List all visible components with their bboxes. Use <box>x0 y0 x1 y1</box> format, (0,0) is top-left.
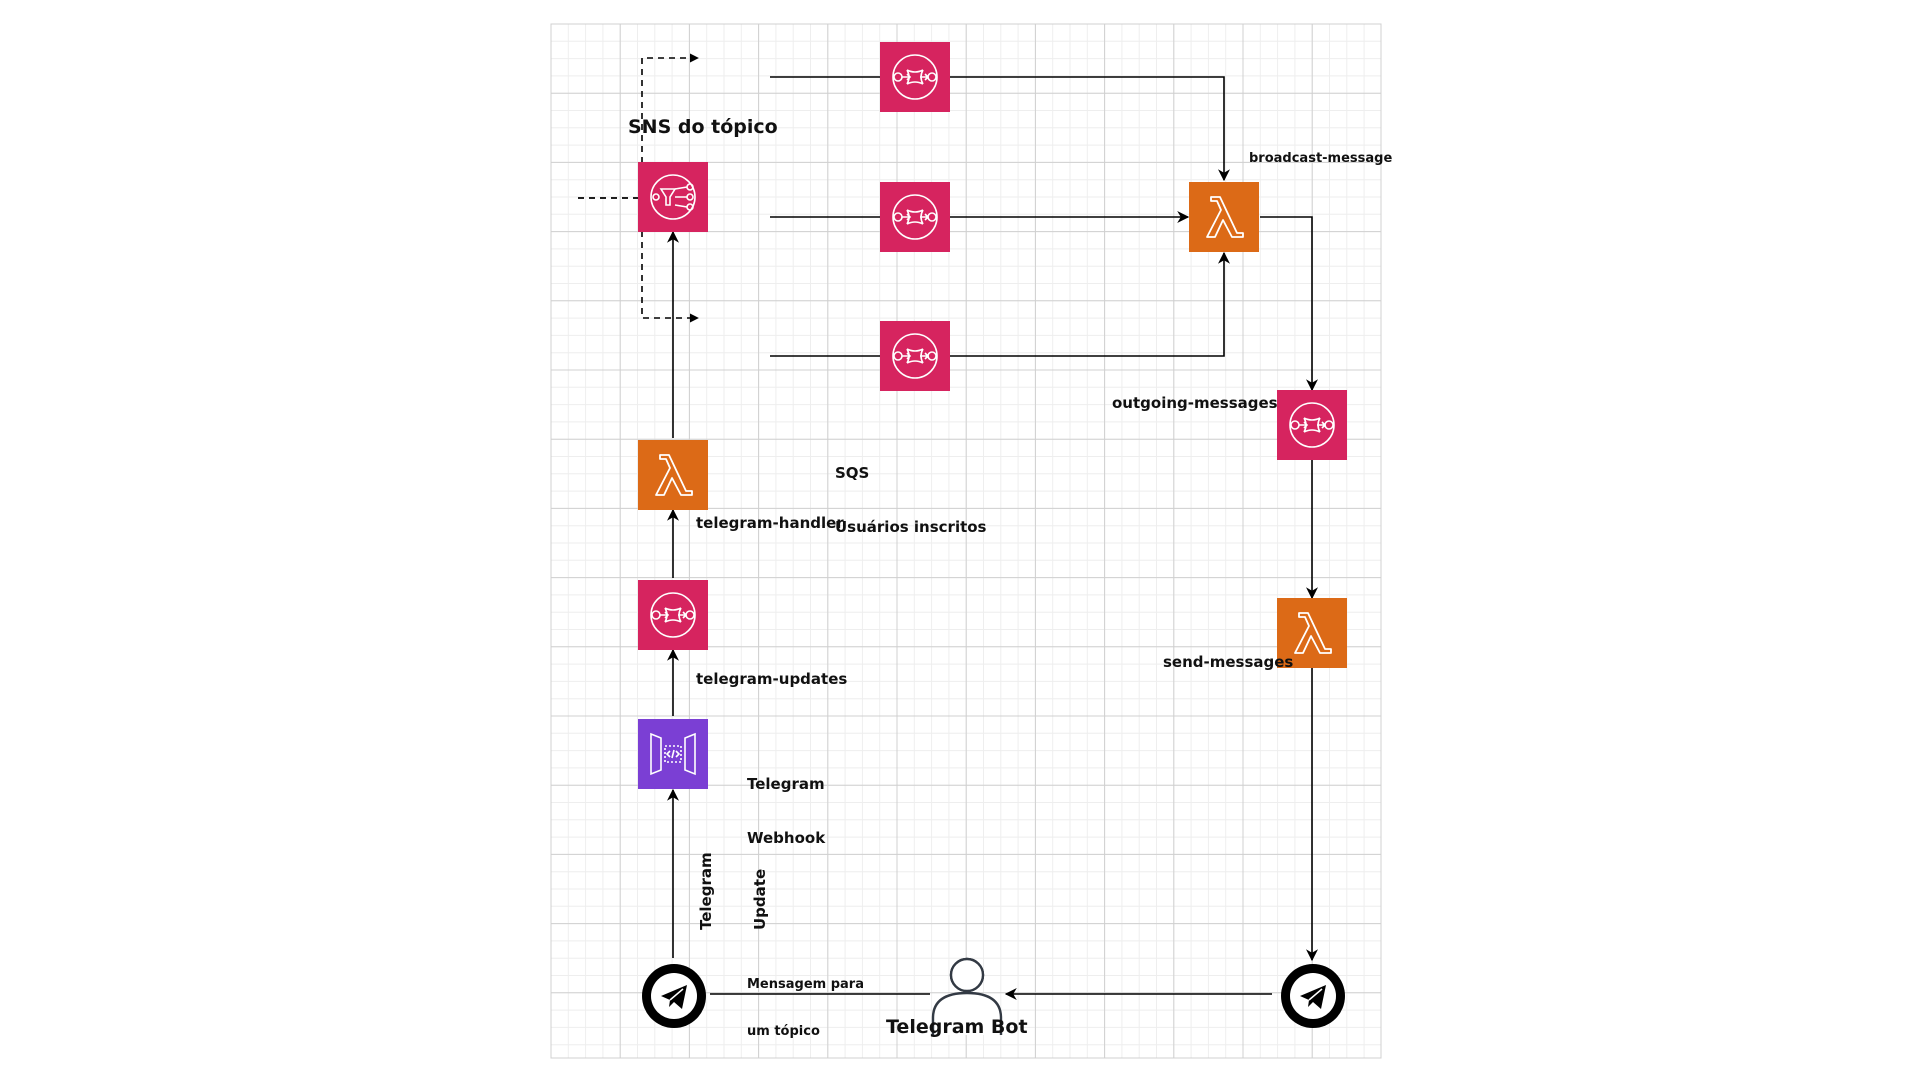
sqs-users-label-line2: Usuários inscritos <box>835 518 987 536</box>
mensagem-label: Mensagem para um tópico <box>747 946 864 1055</box>
sqs-3-to-lambda-arrow <box>770 251 1230 357</box>
send-messages-label: send-messages <box>1163 653 1294 671</box>
sqs-telegram-updates <box>638 580 708 650</box>
sqs-users-queue-2 <box>880 182 950 252</box>
sqs-users-label-line1: SQS <box>835 464 870 482</box>
lambda-broadcast-message <box>1189 182 1259 252</box>
telegram-updates-label: telegram-updates <box>696 670 848 688</box>
telegram-webhook-label-line1: Telegram <box>747 775 825 793</box>
sqs-users-label: SQS Usuários inscritos <box>835 428 987 554</box>
telegram-update-label-line1: Telegram <box>697 852 715 930</box>
sns-to-sqs-1-arrow <box>578 53 699 199</box>
lambda-send-messages <box>1277 598 1347 668</box>
telegram-webhook-label: Telegram Webhook <box>747 739 825 865</box>
telegram-bot-label: Telegram Bot <box>886 1016 1028 1038</box>
lambda-to-outgoing-arrow <box>1260 216 1318 392</box>
telegram-update-label: Telegram Update <box>661 852 787 930</box>
user-icon <box>931 957 1003 1035</box>
api-gateway-webhook <box>638 719 708 789</box>
lambda-telegram-handler <box>638 440 708 510</box>
telegram-handler-label: telegram-handler <box>696 514 844 532</box>
mensagem-label-line2: um tópico <box>747 1023 820 1039</box>
sns-topic-label: SNS do tópico <box>628 116 778 138</box>
sqs-users-queue-3 <box>880 321 950 391</box>
broadcast-message-label: broadcast-message <box>1249 151 1393 166</box>
connectors <box>578 53 1318 1000</box>
outgoing-messages-label: outgoing-messages <box>1112 394 1278 412</box>
mensagem-label-line1: Mensagem para <box>747 977 864 993</box>
telegram-webhook-label-line2: Webhook <box>747 829 826 847</box>
telegram-update-label-line2: Update <box>751 868 769 930</box>
sqs-users-queue-1 <box>880 42 950 112</box>
telegram-icon <box>641 963 707 1029</box>
sns-to-sqs-3-arrow <box>641 198 699 323</box>
telegram-icon <box>1280 963 1346 1029</box>
sqs-outgoing-messages <box>1277 390 1347 460</box>
sns-topic <box>638 162 708 232</box>
sqs-1-to-lambda-arrow <box>770 76 1230 182</box>
